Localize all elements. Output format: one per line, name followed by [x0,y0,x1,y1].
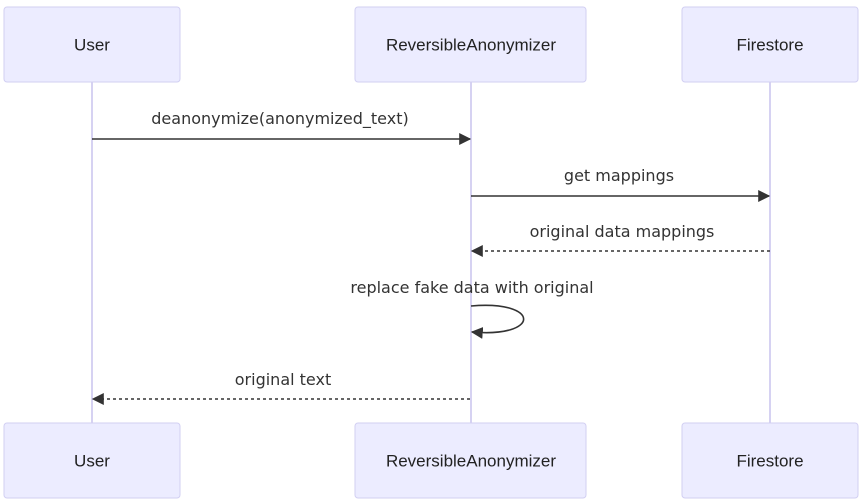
actor-anonymizer-bottom-label: ReversibleAnonymizer [386,452,556,471]
actor-firestore-top-label: Firestore [736,36,803,55]
actor-anonymizer-top-label: ReversibleAnonymizer [386,36,556,55]
message-original-data-mappings-label: original data mappings [530,222,715,241]
actor-anonymizer-top: ReversibleAnonymizer [354,6,587,83]
actor-user-bottom: User [3,422,181,499]
message-deanonymize: deanonymize(anonymized_text) [92,109,472,145]
actor-user-top-label: User [74,36,110,55]
message-original-text: original text [91,370,470,405]
message-deanonymize-label: deanonymize(anonymized_text) [151,109,408,129]
message-get-mappings-label: get mappings [564,166,674,185]
message-replace-fake-data: replace fake data with original [350,278,594,339]
message-original-data-mappings: original data mappings [470,222,770,257]
message-replace-fake-data-label: replace fake data with original [350,278,593,297]
actor-anonymizer-bottom: ReversibleAnonymizer [354,422,587,499]
actor-firestore-bottom: Firestore [681,422,859,499]
actor-firestore-top: Firestore [681,6,859,83]
actor-user-top: User [3,6,181,83]
message-get-mappings: get mappings [471,166,771,202]
actor-firestore-bottom-label: Firestore [736,452,803,471]
message-original-text-label: original text [235,370,331,389]
actor-user-bottom-label: User [74,452,110,471]
message-replace-fake-data-arrow [470,304,525,339]
